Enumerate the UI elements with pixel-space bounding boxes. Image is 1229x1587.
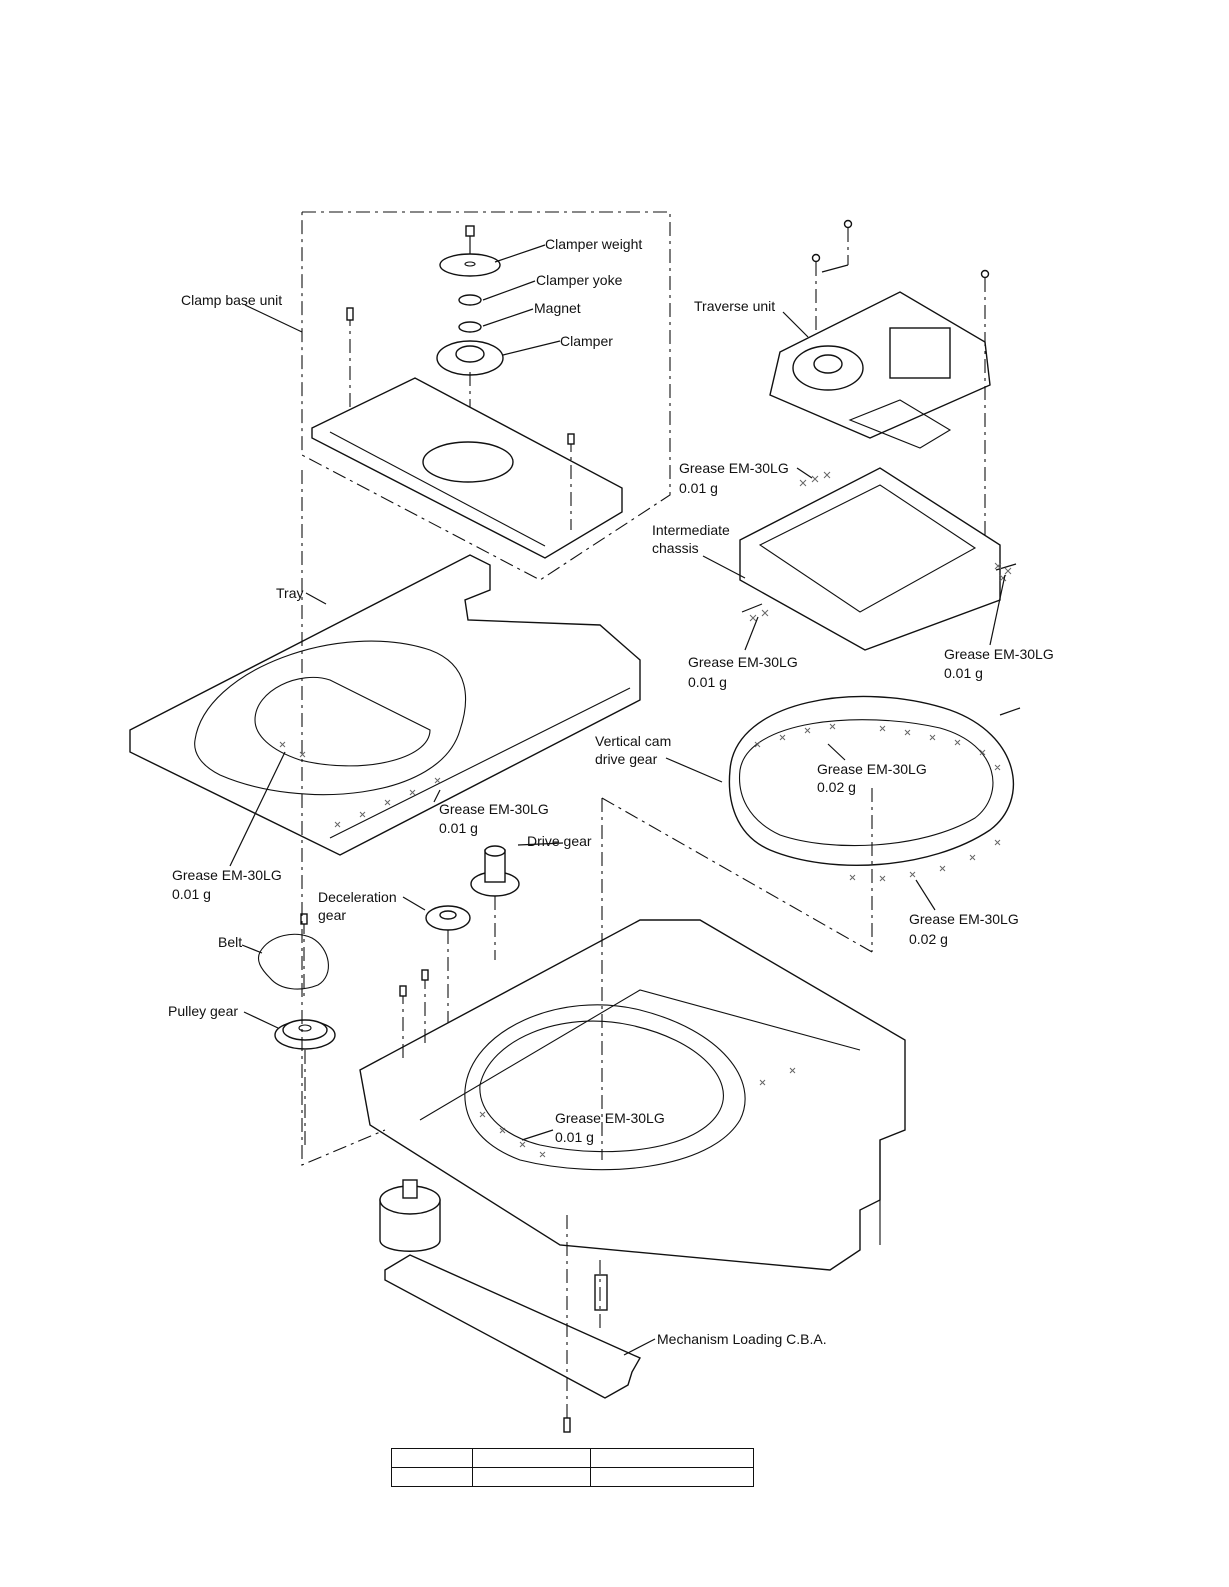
label-tray: Tray <box>276 585 304 601</box>
label-vertical-cam-2: drive gear <box>595 751 658 767</box>
magnet <box>458 321 482 333</box>
label-clamp-base-unit: Clamp base unit <box>181 292 283 308</box>
clamper <box>436 340 504 376</box>
label-grease-cam-outer-amount: 0.02 g <box>909 931 948 947</box>
label-grease-intermediate-top-amount: 0.01 g <box>679 480 718 496</box>
clamper-weight <box>439 225 501 277</box>
leader-lines <box>229 244 1006 1356</box>
label-deceleration-gear-1: Deceleration <box>318 889 397 905</box>
grease-marks <box>279 471 1012 1158</box>
intermediate-chassis <box>739 467 1017 651</box>
tray <box>129 554 641 856</box>
drive-gear <box>470 845 520 897</box>
label-traverse-unit: Traverse unit <box>694 298 776 314</box>
loading-motor <box>379 1179 441 1252</box>
label-intermediate-chassis-2: chassis <box>652 540 699 556</box>
label-clamper-yoke: Clamper yoke <box>536 272 623 288</box>
table-row <box>391 1448 754 1468</box>
label-drive-gear: Drive gear <box>527 833 592 849</box>
label-grease-tray-right-amount: 0.01 g <box>439 820 478 836</box>
deceleration-gear <box>425 905 471 931</box>
label-grease-intermediate-right: Grease EM-30LG <box>944 646 1054 662</box>
label-grease-intermediate-left-amount: 0.01 g <box>688 674 727 690</box>
label-clamper: Clamper <box>560 333 613 349</box>
table-cell <box>472 1448 591 1468</box>
table-cell <box>391 1467 473 1487</box>
table-cell <box>590 1467 754 1487</box>
table-cell <box>472 1467 591 1487</box>
label-deceleration-gear-2: gear <box>318 907 347 923</box>
label-vertical-cam-1: Vertical cam <box>595 733 672 749</box>
label-mechanism-loading-cba: Mechanism Loading C.B.A. <box>657 1331 827 1347</box>
clamp-base-plate <box>311 377 623 559</box>
table-row <box>391 1467 754 1487</box>
label-grease-chassis-amount: 0.01 g <box>555 1129 594 1145</box>
pulley-gear <box>274 1019 336 1050</box>
traverse-unit <box>769 291 991 449</box>
loading-chassis <box>359 919 906 1271</box>
label-grease-intermediate-left: Grease EM-30LG <box>688 654 798 670</box>
mechanism-loading-board <box>384 1254 641 1399</box>
blank-table <box>391 1448 754 1487</box>
label-grease-tray-left-amount: 0.01 g <box>172 886 211 902</box>
label-belt: Belt <box>218 934 243 950</box>
table-cell <box>391 1448 473 1468</box>
label-grease-cam-outer: Grease EM-30LG <box>909 911 1019 927</box>
label-grease-intermediate-right-amount: 0.01 g <box>944 665 983 681</box>
clamp-base-unit-outline <box>301 211 671 581</box>
label-grease-tray-right: Grease EM-30LG <box>439 801 549 817</box>
label-grease-cam-inner-amount: 0.02 g <box>817 779 856 795</box>
label-clamper-weight: Clamper weight <box>545 236 643 252</box>
table-cell <box>590 1448 754 1468</box>
label-grease-tray-left: Grease EM-30LG <box>172 867 282 883</box>
belt <box>257 933 329 990</box>
clamper-yoke <box>458 294 482 306</box>
label-magnet: Magnet <box>534 300 581 316</box>
label-grease-chassis: Grease EM-30LG <box>555 1110 665 1126</box>
vertical-cam-drive-gear <box>728 695 1021 866</box>
label-grease-intermediate-top: Grease EM-30LG <box>679 460 789 476</box>
label-pulley-gear: Pulley gear <box>168 1003 239 1019</box>
label-grease-cam-inner: Grease EM-30LG <box>817 761 927 777</box>
label-intermediate-chassis-1: Intermediate <box>652 522 730 538</box>
